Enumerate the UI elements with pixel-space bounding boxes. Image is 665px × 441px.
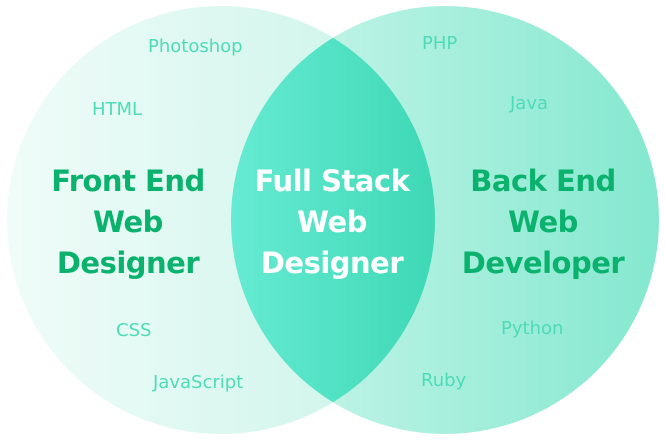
skill-ruby: Ruby [421, 370, 467, 391]
back-end-heading: Back End Web Developer [443, 161, 643, 284]
full-stack-heading: Full Stack Web Designer [232, 161, 432, 284]
back-end-line-3: Developer [461, 246, 625, 280]
skill-javascript: JavaScript [153, 372, 244, 393]
front-end-line-3: Designer [56, 246, 200, 280]
skill-photoshop: Photoshop [148, 36, 243, 57]
skill-python: Python [501, 318, 564, 339]
skill-php: PHP [422, 33, 458, 54]
front-end-line-1: Front End [51, 164, 205, 198]
full-stack-line-3: Designer [260, 246, 404, 280]
front-end-line-2: Web [93, 205, 163, 239]
front-end-heading: Front End Web Designer [28, 161, 228, 284]
back-end-line-2: Web [508, 205, 578, 239]
full-stack-line-1: Full Stack [254, 164, 410, 198]
skill-java: Java [510, 93, 549, 114]
skill-html: HTML [92, 99, 143, 120]
full-stack-line-2: Web [297, 205, 367, 239]
back-end-line-1: Back End [470, 164, 616, 198]
skill-css: CSS [116, 320, 152, 341]
